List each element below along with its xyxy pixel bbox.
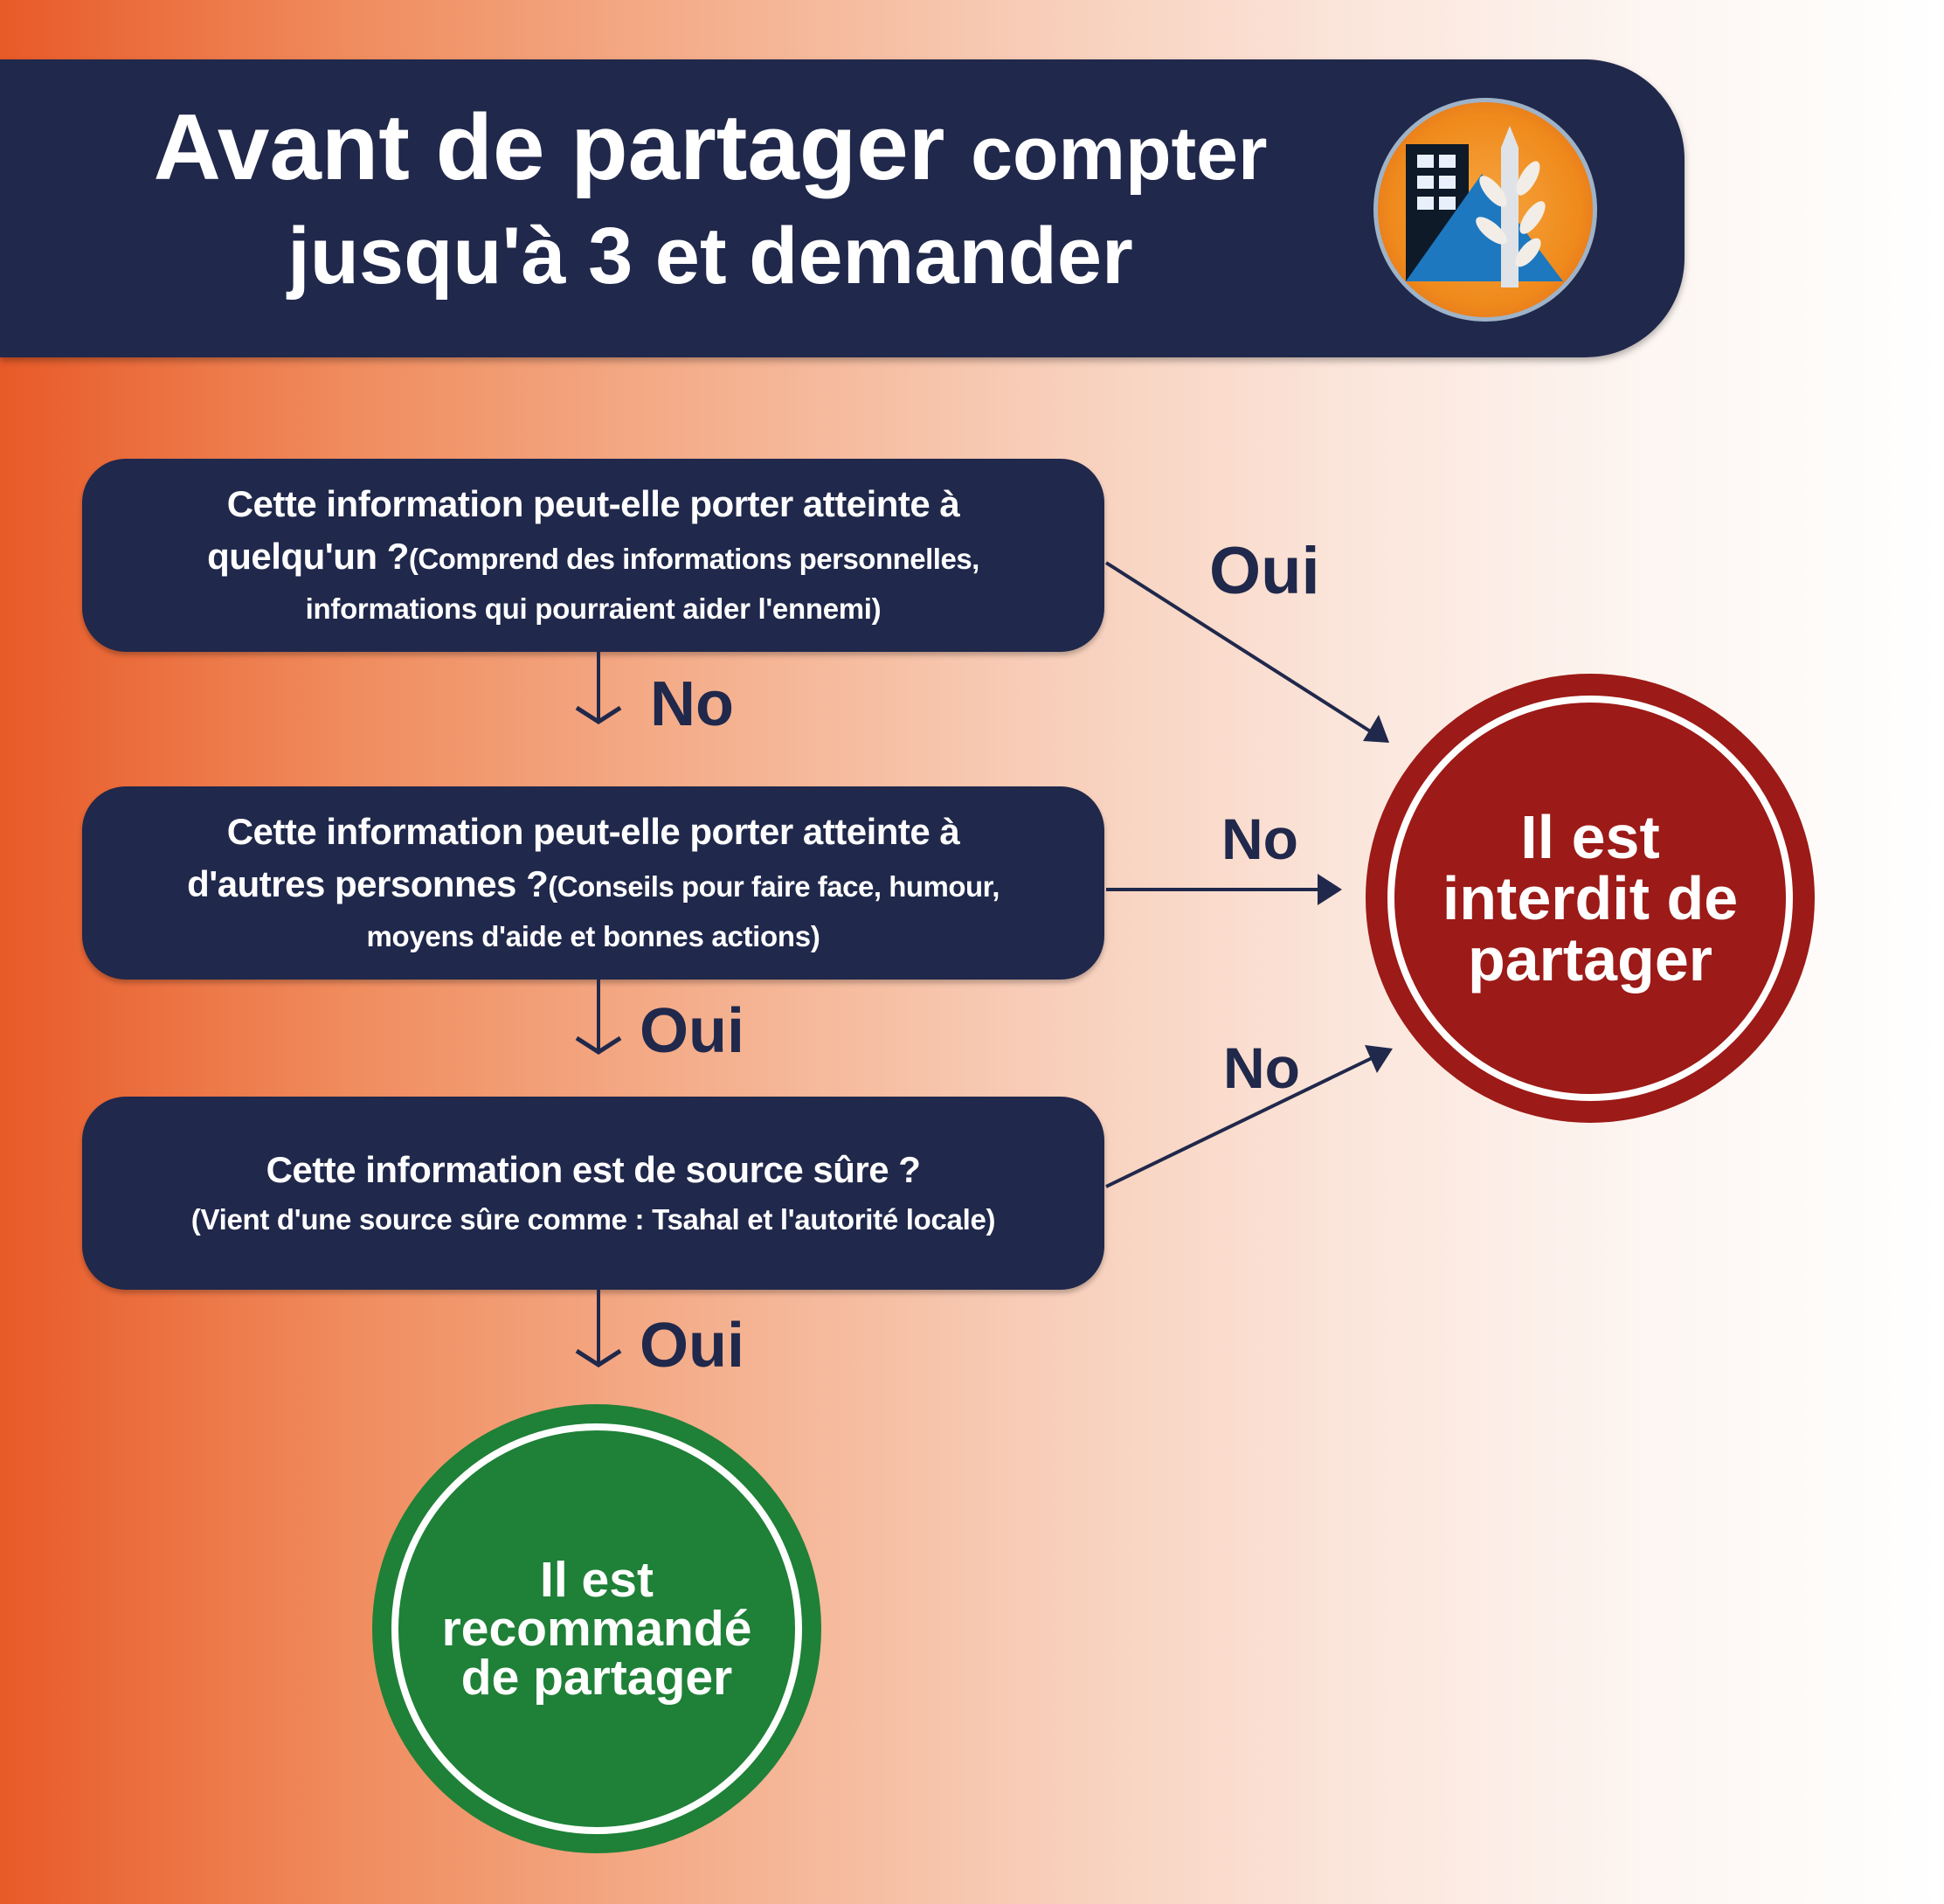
arrowhead-q3-down [575, 1348, 622, 1367]
question-1-main2: quelqu'un ? [207, 536, 409, 577]
outcome-recommended-ring: Il est recommandé de partager [391, 1423, 802, 1834]
arrowhead-q3-right [1365, 1045, 1393, 1073]
question-1-main: Cette information peut-elle porter attei… [226, 483, 960, 524]
label-q2-no: No [1221, 807, 1298, 871]
outcome-forbidden: Il est interdit de partager [1366, 674, 1815, 1123]
outcome-recommended: Il est recommandé de partager [372, 1404, 821, 1853]
title-line-1: Avant de partager compter [0, 94, 1421, 206]
recommended-line-3: de partager [460, 1650, 733, 1706]
outcome-forbidden-ring: Il est interdit de partager [1387, 696, 1793, 1101]
arrowhead-q1-right [1363, 715, 1389, 743]
label-q1-oui: Oui [1209, 534, 1320, 608]
question-1-sub2: informations qui pourraient aider l'enne… [305, 592, 882, 625]
question-box-2: Cette information peut-elle porter attei… [82, 786, 1104, 980]
label-q3-oui: Oui [640, 1311, 744, 1381]
question-1-sub: (Comprend des informations personnelles, [408, 543, 979, 575]
arrowhead-q1-down [575, 705, 622, 724]
question-2-main-cont: d'autres personnes ?(Conseils pour faire… [187, 858, 1000, 913]
label-q2-oui: Oui [640, 996, 744, 1066]
arrow-q1-right [1104, 561, 1373, 734]
forbidden-line-3: partager [1467, 925, 1713, 994]
label-q1-no: No [650, 669, 734, 739]
title-bold: Avant de partager [153, 94, 945, 199]
question-2-sub2: moyens d'aide et bonnes actions) [366, 920, 820, 952]
question-3-sub: (Vient d'une source sûre comme : Tsahal … [190, 1202, 996, 1236]
question-box-3: Cette information est de source sûre ? (… [82, 1097, 1104, 1290]
question-2-main: Cette information peut-elle porter attei… [226, 811, 960, 852]
arrowhead-q2-right [1318, 874, 1342, 905]
arrowhead-q2-down [575, 1035, 622, 1055]
question-box-1: Cette information peut-elle porter attei… [82, 459, 1104, 652]
question-3-main: Cette information est de source sûre ? [266, 1148, 921, 1190]
recommended-line-1: Il est [540, 1552, 654, 1608]
question-2-sub: (Conseils pour faire face, humour, [548, 870, 1000, 903]
question-2-main2: d'autres personnes ? [187, 863, 549, 904]
forbidden-line-2: interdit de [1442, 864, 1739, 932]
label-q3-no: No [1223, 1035, 1300, 1100]
forbidden-line-1: Il est [1520, 803, 1660, 871]
arrow-q3-right [1105, 1056, 1374, 1188]
home-front-command-logo-icon [1373, 98, 1597, 322]
title-rest: compter [971, 112, 1268, 196]
title-line-2: jusqu'à 3 et demander [287, 211, 1133, 301]
question-1-main-cont: quelqu'un ?(Comprend des informations pe… [207, 530, 979, 585]
recommended-line-2: recommandé [441, 1601, 752, 1657]
